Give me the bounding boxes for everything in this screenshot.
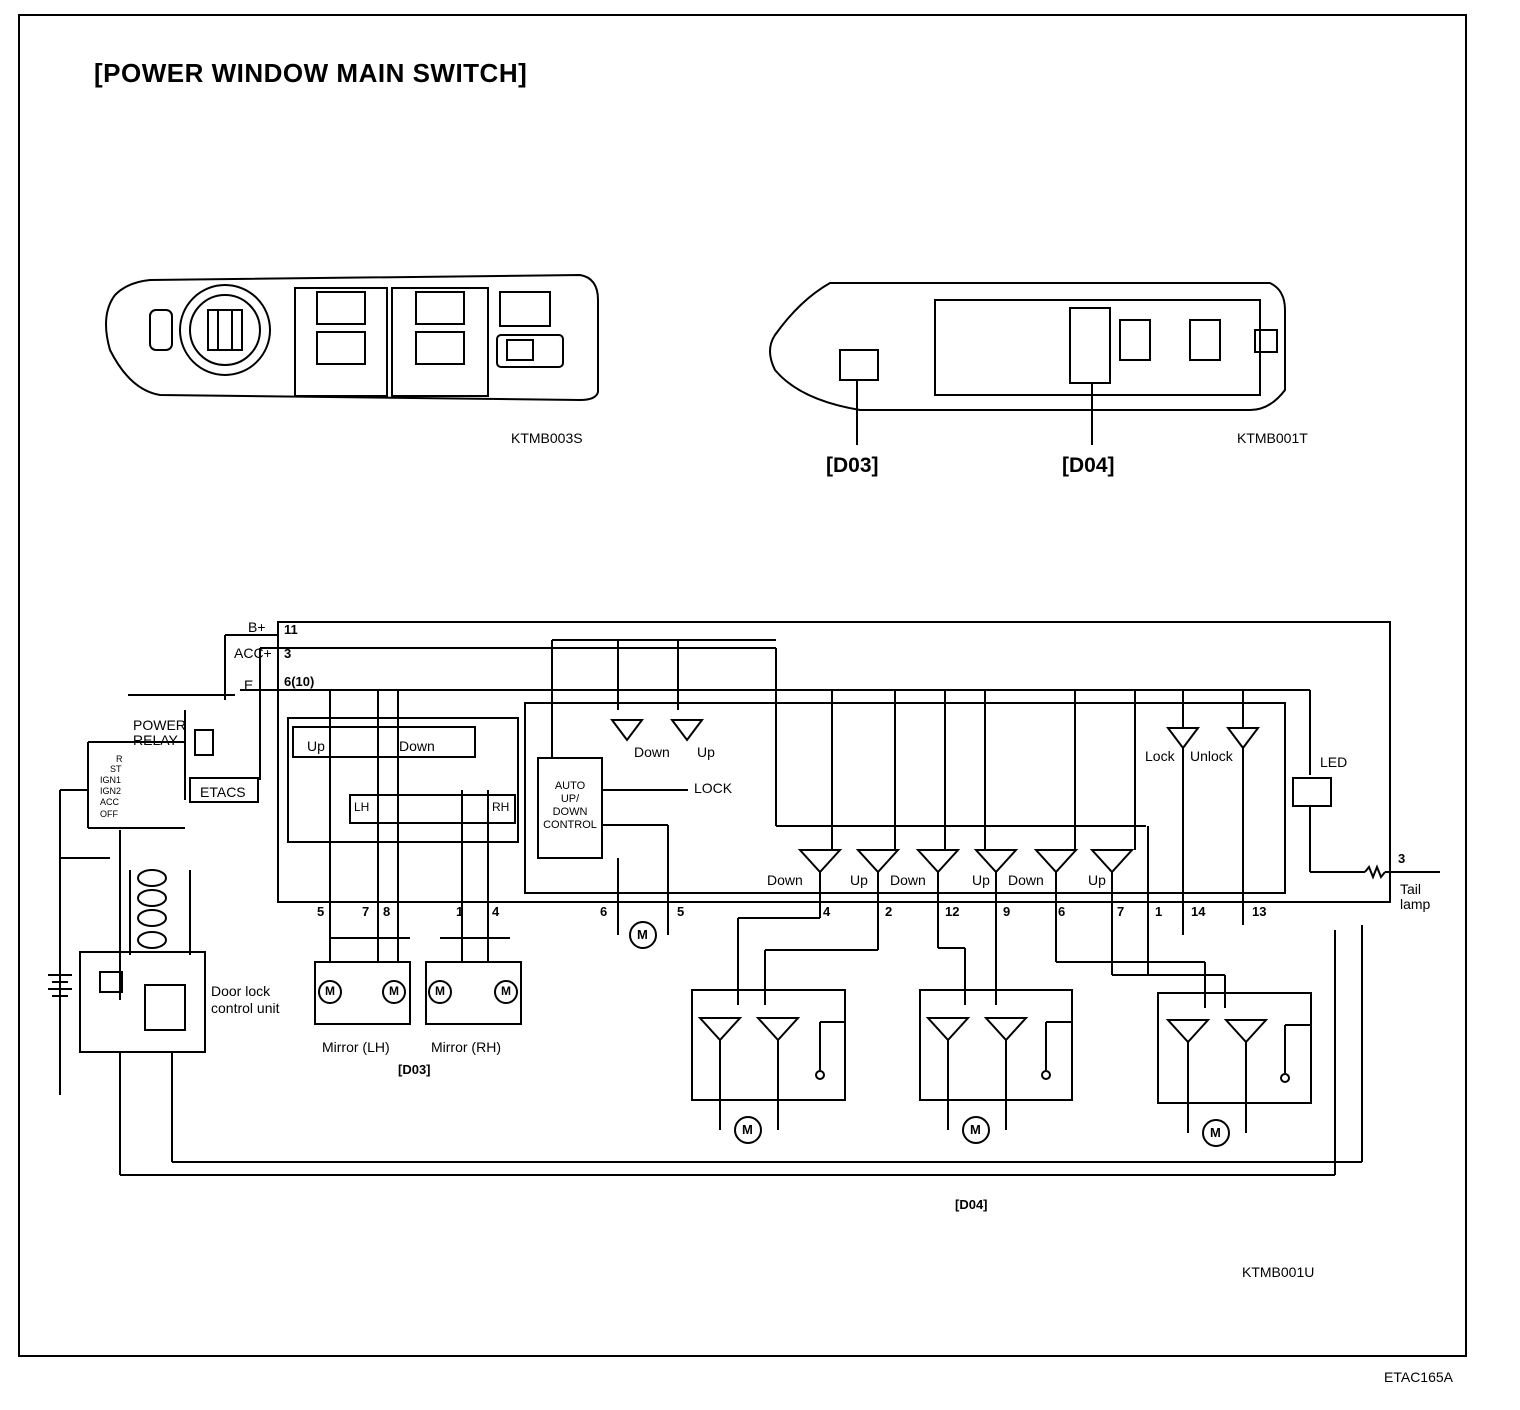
pin-d04-14: 14 [1191,904,1206,919]
mirror-up-label: Up [307,738,325,754]
connector-d04-label: [D04] [1062,454,1115,477]
motor-symbols [319,922,1229,1146]
figure-code-rear: KTMB001T [1237,430,1308,446]
row-label-5: Down [1008,872,1044,888]
etacs-label: ETACS [200,784,246,800]
pin-auto-5: 5 [677,904,685,919]
diagram-frame [18,14,1467,1357]
supply-rails [225,622,1390,902]
door-lock-label: Door lock control unit [211,983,280,1016]
motor-label-5: M [637,927,648,942]
pin-d04-4: 4 [823,904,831,919]
mirror-lh-label: LH [354,800,370,814]
acc-label: ACC+ [234,645,272,661]
mirror-lh-caption: Mirror (LH) [322,1039,390,1055]
d04-bottom-label: [D04] [955,1197,988,1212]
pin-d03-5: 5 [317,904,325,919]
ign-acc: ACC [100,797,120,807]
power-relay-label: POWER RELAY [133,717,186,748]
mirror-motors [315,690,521,1024]
motor-label-1: M [325,984,335,998]
unlock-switch-label: Unlock [1190,748,1233,764]
pin-d03-8: 8 [383,904,391,919]
lock-switch-label: Lock [1145,748,1175,764]
pin-d04-7: 7 [1117,904,1125,919]
window-switch-gang [612,690,1258,975]
mirror-rh-caption: Mirror (RH) [431,1039,501,1055]
pin-d04-1: 1 [1155,904,1163,919]
led-tail-circuit [1293,778,1440,877]
rear-switch-panel [770,283,1285,445]
motor-label-6: M [742,1122,753,1137]
row-label-6: Up [1088,872,1106,888]
pin-d04-12: 12 [945,904,960,919]
door-lock-unit [80,870,1362,1175]
motor-label-8: M [1210,1125,1221,1140]
pin-auto-6: 6 [600,904,608,919]
door-modules [692,918,1311,1133]
battery [48,975,72,996]
ign-2: IGN2 [100,786,122,796]
tail-pin: 3 [1398,851,1406,866]
auto-motor-circuit [552,640,776,935]
lock-label: LOCK [694,780,733,796]
row-label-1: Down [767,872,803,888]
motor-label-7: M [970,1122,981,1137]
ign-r: R [116,754,123,764]
figure-code-circuit: KTMB001U [1242,1264,1315,1280]
mirror-down-label: Down [399,738,435,754]
row-label-4: Up [972,872,990,888]
auto-control-label: AUTO UP/ DOWN CONTROL [543,780,597,831]
connector-d03-label: [D03] [826,454,879,477]
d03-bottom-label: [D03] [398,1062,431,1077]
motor-label-4: M [501,984,511,998]
ign-off: OFF [100,809,118,819]
motor-label-3: M [435,984,445,998]
row-label-2: Up [850,872,868,888]
pin-d03-1: 1 [456,904,464,919]
pin-d04-2: 2 [885,904,893,919]
front-switch-panel [106,275,598,400]
pin-bplus: 11 [284,622,298,637]
pin-acc: 3 [284,646,292,661]
auto-down-label: Down [634,744,670,760]
led-label: LED [1320,754,1348,770]
pin-d04-9: 9 [1003,904,1011,919]
row-label-3: Down [890,872,926,888]
motor-label-2: M [389,984,399,998]
power-relay-circuit [60,695,258,1095]
tail-lamp-label: Tail lamp [1400,881,1431,912]
auto-up-label: Up [697,744,715,760]
pin-ground: 6(10) [284,674,315,689]
pin-d04-13: 13 [1252,904,1267,919]
ground-label: E [244,677,254,693]
figure-code-etac: ETAC165A [1384,1369,1453,1385]
pin-d04-6: 6 [1058,904,1066,919]
pin-d03-7: 7 [362,904,370,919]
figure-code-front: KTMB003S [511,430,583,446]
ign-1: IGN1 [100,775,122,785]
page-title: [POWER WINDOW MAIN SWITCH] [94,58,528,88]
ign-st: ST [110,764,122,774]
bplus-label: B+ [248,619,266,635]
pin-d03-4: 4 [492,904,500,919]
mirror-rh-label: RH [492,800,510,814]
